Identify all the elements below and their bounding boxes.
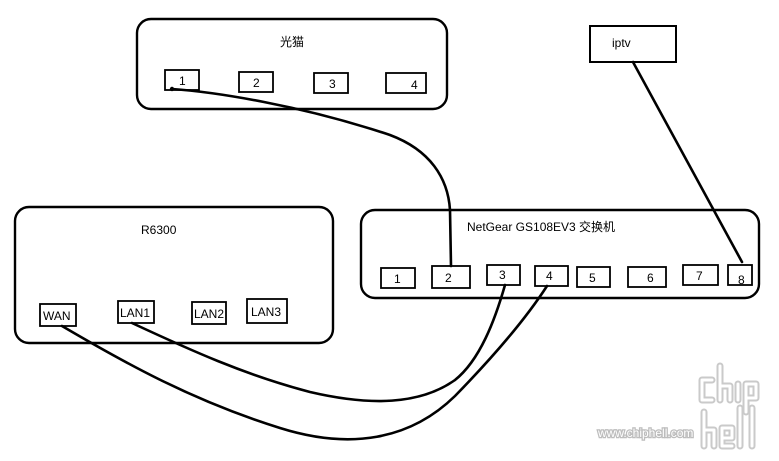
router-port-wan bbox=[39, 303, 77, 327]
modem-label: 光猫 bbox=[280, 35, 304, 49]
router-port-lan1 bbox=[117, 300, 155, 324]
switch-port-1-label: 1 bbox=[394, 272, 401, 286]
iptv-label: iptv bbox=[612, 36, 631, 50]
modem-port-4 bbox=[385, 72, 427, 94]
switch-port-8-label: 8 bbox=[738, 273, 745, 287]
modem-port-1-label: 1 bbox=[179, 74, 186, 88]
cable-endpoint-dot bbox=[169, 86, 175, 92]
modem-port-3 bbox=[313, 72, 349, 94]
switch-port-6 bbox=[627, 266, 667, 288]
cable-wan-to-switch4 bbox=[60, 284, 549, 441]
switch-port-5 bbox=[576, 266, 611, 288]
switch-port-5-label: 5 bbox=[589, 271, 596, 285]
router-port-lan3 bbox=[246, 298, 288, 324]
switch-port-6-label: 6 bbox=[647, 271, 654, 285]
cable-lan1-to-switch3 bbox=[130, 283, 507, 403]
modem-port-3-label: 3 bbox=[329, 77, 336, 91]
switch-port-4 bbox=[534, 265, 569, 287]
router-port-wan-label: WAN bbox=[43, 309, 71, 323]
switch-port-1 bbox=[380, 267, 416, 289]
modem-box bbox=[135, 17, 449, 111]
router-port-lan1-label: LAN1 bbox=[120, 306, 150, 320]
switch-label: NetGear GS108EV3 交换机 bbox=[467, 219, 615, 234]
switch-port-3 bbox=[486, 264, 521, 286]
iptv-box bbox=[589, 25, 677, 63]
modem-port-2-label: 2 bbox=[253, 76, 260, 90]
cable-iptv-to-switch8 bbox=[631, 60, 744, 264]
switch-port-2-label: 2 bbox=[445, 271, 452, 285]
modem-port-2 bbox=[238, 71, 274, 93]
chiphell-logo-icon-inner bbox=[700, 364, 758, 448]
switch-box bbox=[359, 208, 761, 300]
switch-port-7 bbox=[682, 264, 719, 286]
switch-port-8 bbox=[727, 264, 753, 286]
switch-port-3-label: 3 bbox=[499, 268, 506, 282]
watermark-site-text: www.chiphell.com bbox=[597, 426, 693, 440]
router-label: R6300 bbox=[141, 223, 177, 237]
chiphell-watermark: www.chiphell.com bbox=[596, 362, 760, 450]
router-port-lan3-label: LAN3 bbox=[251, 305, 281, 319]
router-port-lan2 bbox=[191, 301, 227, 325]
router-port-lan2-label: LAN2 bbox=[194, 307, 224, 321]
chiphell-logo-icon bbox=[698, 362, 760, 450]
cable-modem1-to-switch2 bbox=[170, 87, 453, 268]
switch-port-4-label: 4 bbox=[546, 269, 553, 283]
switch-port-7-label: 7 bbox=[696, 269, 703, 283]
modem-port-4-label: 4 bbox=[411, 78, 418, 92]
